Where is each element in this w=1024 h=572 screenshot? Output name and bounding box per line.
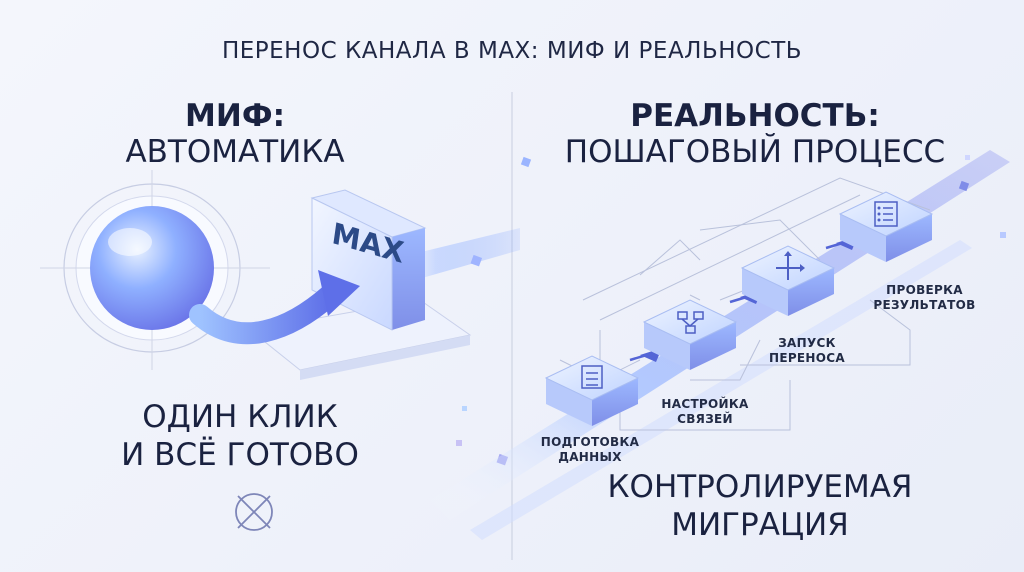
checklist-icon: [874, 201, 898, 227]
curved-arrow-head: [318, 270, 360, 316]
step-label-line1: Подготовка: [540, 435, 640, 449]
step-label-launch: Запуск переноса: [752, 336, 862, 366]
reality-caption: Контролируемая миграция: [555, 468, 965, 544]
step-label-line1: Настройка: [661, 397, 749, 411]
reality-caption-line2: миграция: [671, 507, 849, 543]
flowchart-icon: [677, 311, 704, 334]
reality-heading-line1: Реальность:: [630, 98, 880, 134]
step-label-line1: Проверка: [886, 283, 963, 297]
document-list-icon: [581, 365, 603, 389]
reality-heading: Реальность: пошаговый процесс: [535, 98, 975, 170]
step-label-line2: данных: [558, 450, 622, 464]
myth-heading-line1: Миф:: [185, 98, 285, 134]
step-label-line2: результатов: [873, 298, 976, 312]
step-block-configure: [642, 299, 738, 370]
reality-heading-line2: пошаговый процесс: [564, 134, 946, 170]
myth-caption-line2: и всё готово: [121, 437, 359, 473]
myth-heading-line2: Автоматика: [125, 134, 345, 170]
step-label-prepare: Подготовка данных: [535, 435, 645, 465]
transfer-arrows-icon: [776, 251, 805, 280]
step-label-configure: Настройка связей: [645, 397, 765, 427]
step-block-prepare: [544, 355, 640, 426]
reality-caption-line1: Контролируемая: [607, 469, 913, 505]
x-circle-icon: [235, 493, 273, 531]
step-block-verify: [838, 191, 934, 262]
page-title: Перенос канала в MAX: миф и реальность: [221, 38, 803, 64]
step-label-line2: связей: [677, 412, 733, 426]
curved-arrow: [189, 284, 341, 345]
step-label-line1: Запуск: [778, 336, 836, 350]
myth-caption-line1: Один клик: [142, 399, 338, 435]
step-label-verify: Проверка результатов: [862, 283, 987, 313]
myth-heading: Миф: Автоматика: [90, 98, 380, 170]
step-label-line2: переноса: [769, 351, 845, 365]
step-block-launch: [740, 245, 836, 316]
myth-caption: Один клик и всё готово: [100, 398, 380, 474]
